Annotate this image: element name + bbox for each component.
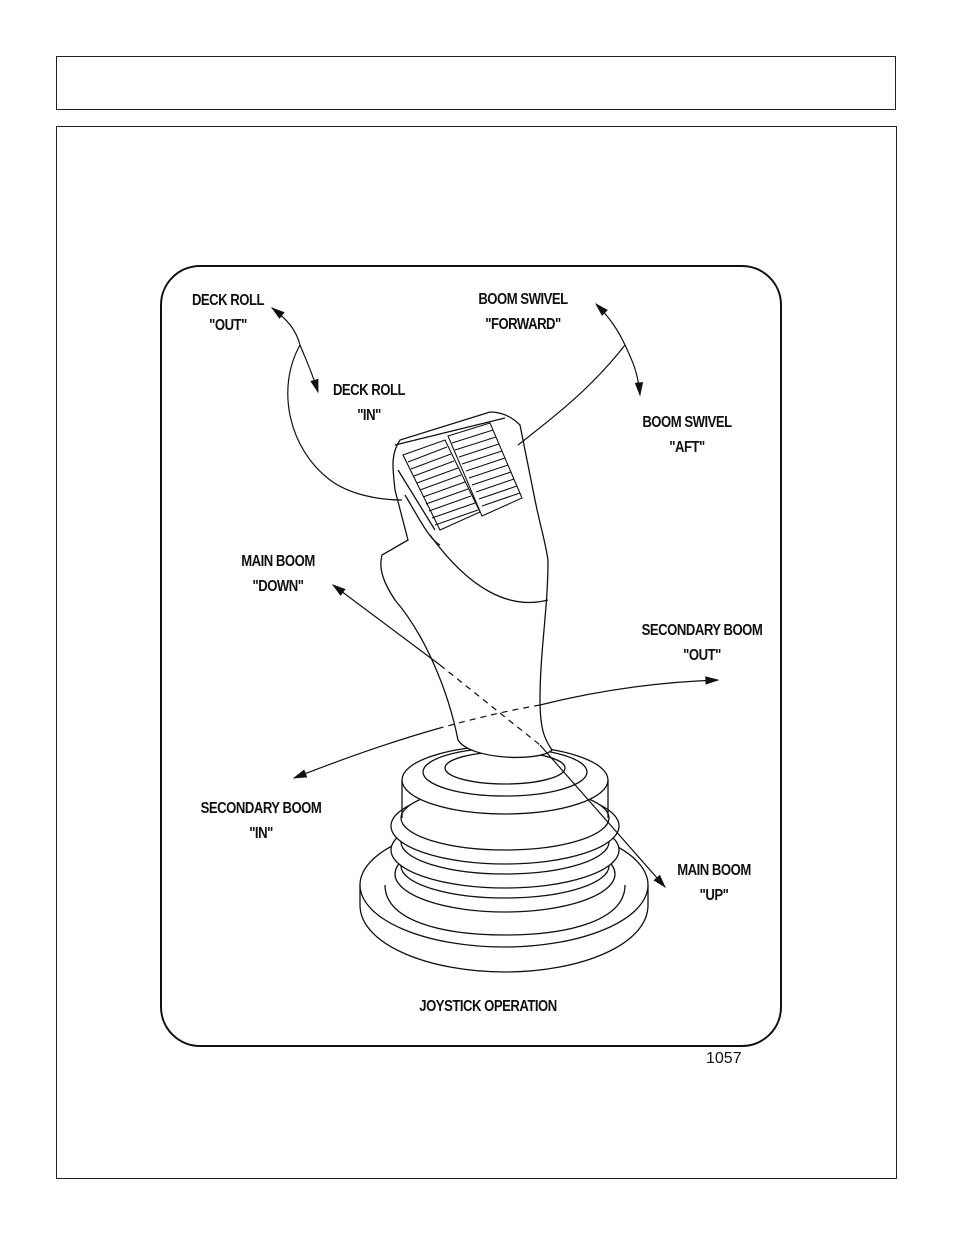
secondary-boom-out-arrow xyxy=(539,676,720,706)
figure-caption: JOYSTICK OPERATION xyxy=(419,998,557,1015)
label-secondary-boom-in: SECONDARY BOOM "IN" xyxy=(200,800,322,842)
label-deck-roll-out: DECK ROLL "OUT" xyxy=(191,292,265,334)
deck-roll-in-arrow xyxy=(299,344,319,394)
label-main-boom-down: MAIN BOOM "DOWN" xyxy=(241,553,315,595)
figure-frame xyxy=(160,265,782,1047)
boom-swivel-leader xyxy=(517,344,626,446)
deck-roll-leader xyxy=(287,344,403,501)
header-box xyxy=(56,56,896,110)
figure-number: 1057 xyxy=(706,1050,742,1067)
secondary-boom-axis xyxy=(439,704,541,729)
main-boom-up-arrow xyxy=(539,744,666,889)
secondary-boom-in-arrow xyxy=(292,727,441,779)
boom-swivel-forward-arrow xyxy=(595,303,626,346)
label-boom-swivel-forward: BOOM SWIVEL "FORWARD" xyxy=(478,291,568,333)
boom-swivel-aft-arrow xyxy=(624,344,644,397)
label-boom-swivel-aft: BOOM SWIVEL "AFT" xyxy=(642,414,732,456)
deck-roll-roller xyxy=(402,439,481,531)
content-box xyxy=(56,126,897,1179)
joystick-bellows xyxy=(384,745,626,936)
label-secondary-boom-out: SECONDARY BOOM "OUT" xyxy=(641,622,763,664)
label-deck-roll-in: DECK ROLL "IN" xyxy=(332,382,406,424)
label-main-boom-up: MAIN BOOM "UP" xyxy=(677,862,751,904)
main-boom-down-arrow xyxy=(331,584,441,666)
deck-roll-out-arrow xyxy=(270,307,301,346)
boom-swivel-roller xyxy=(447,422,523,517)
